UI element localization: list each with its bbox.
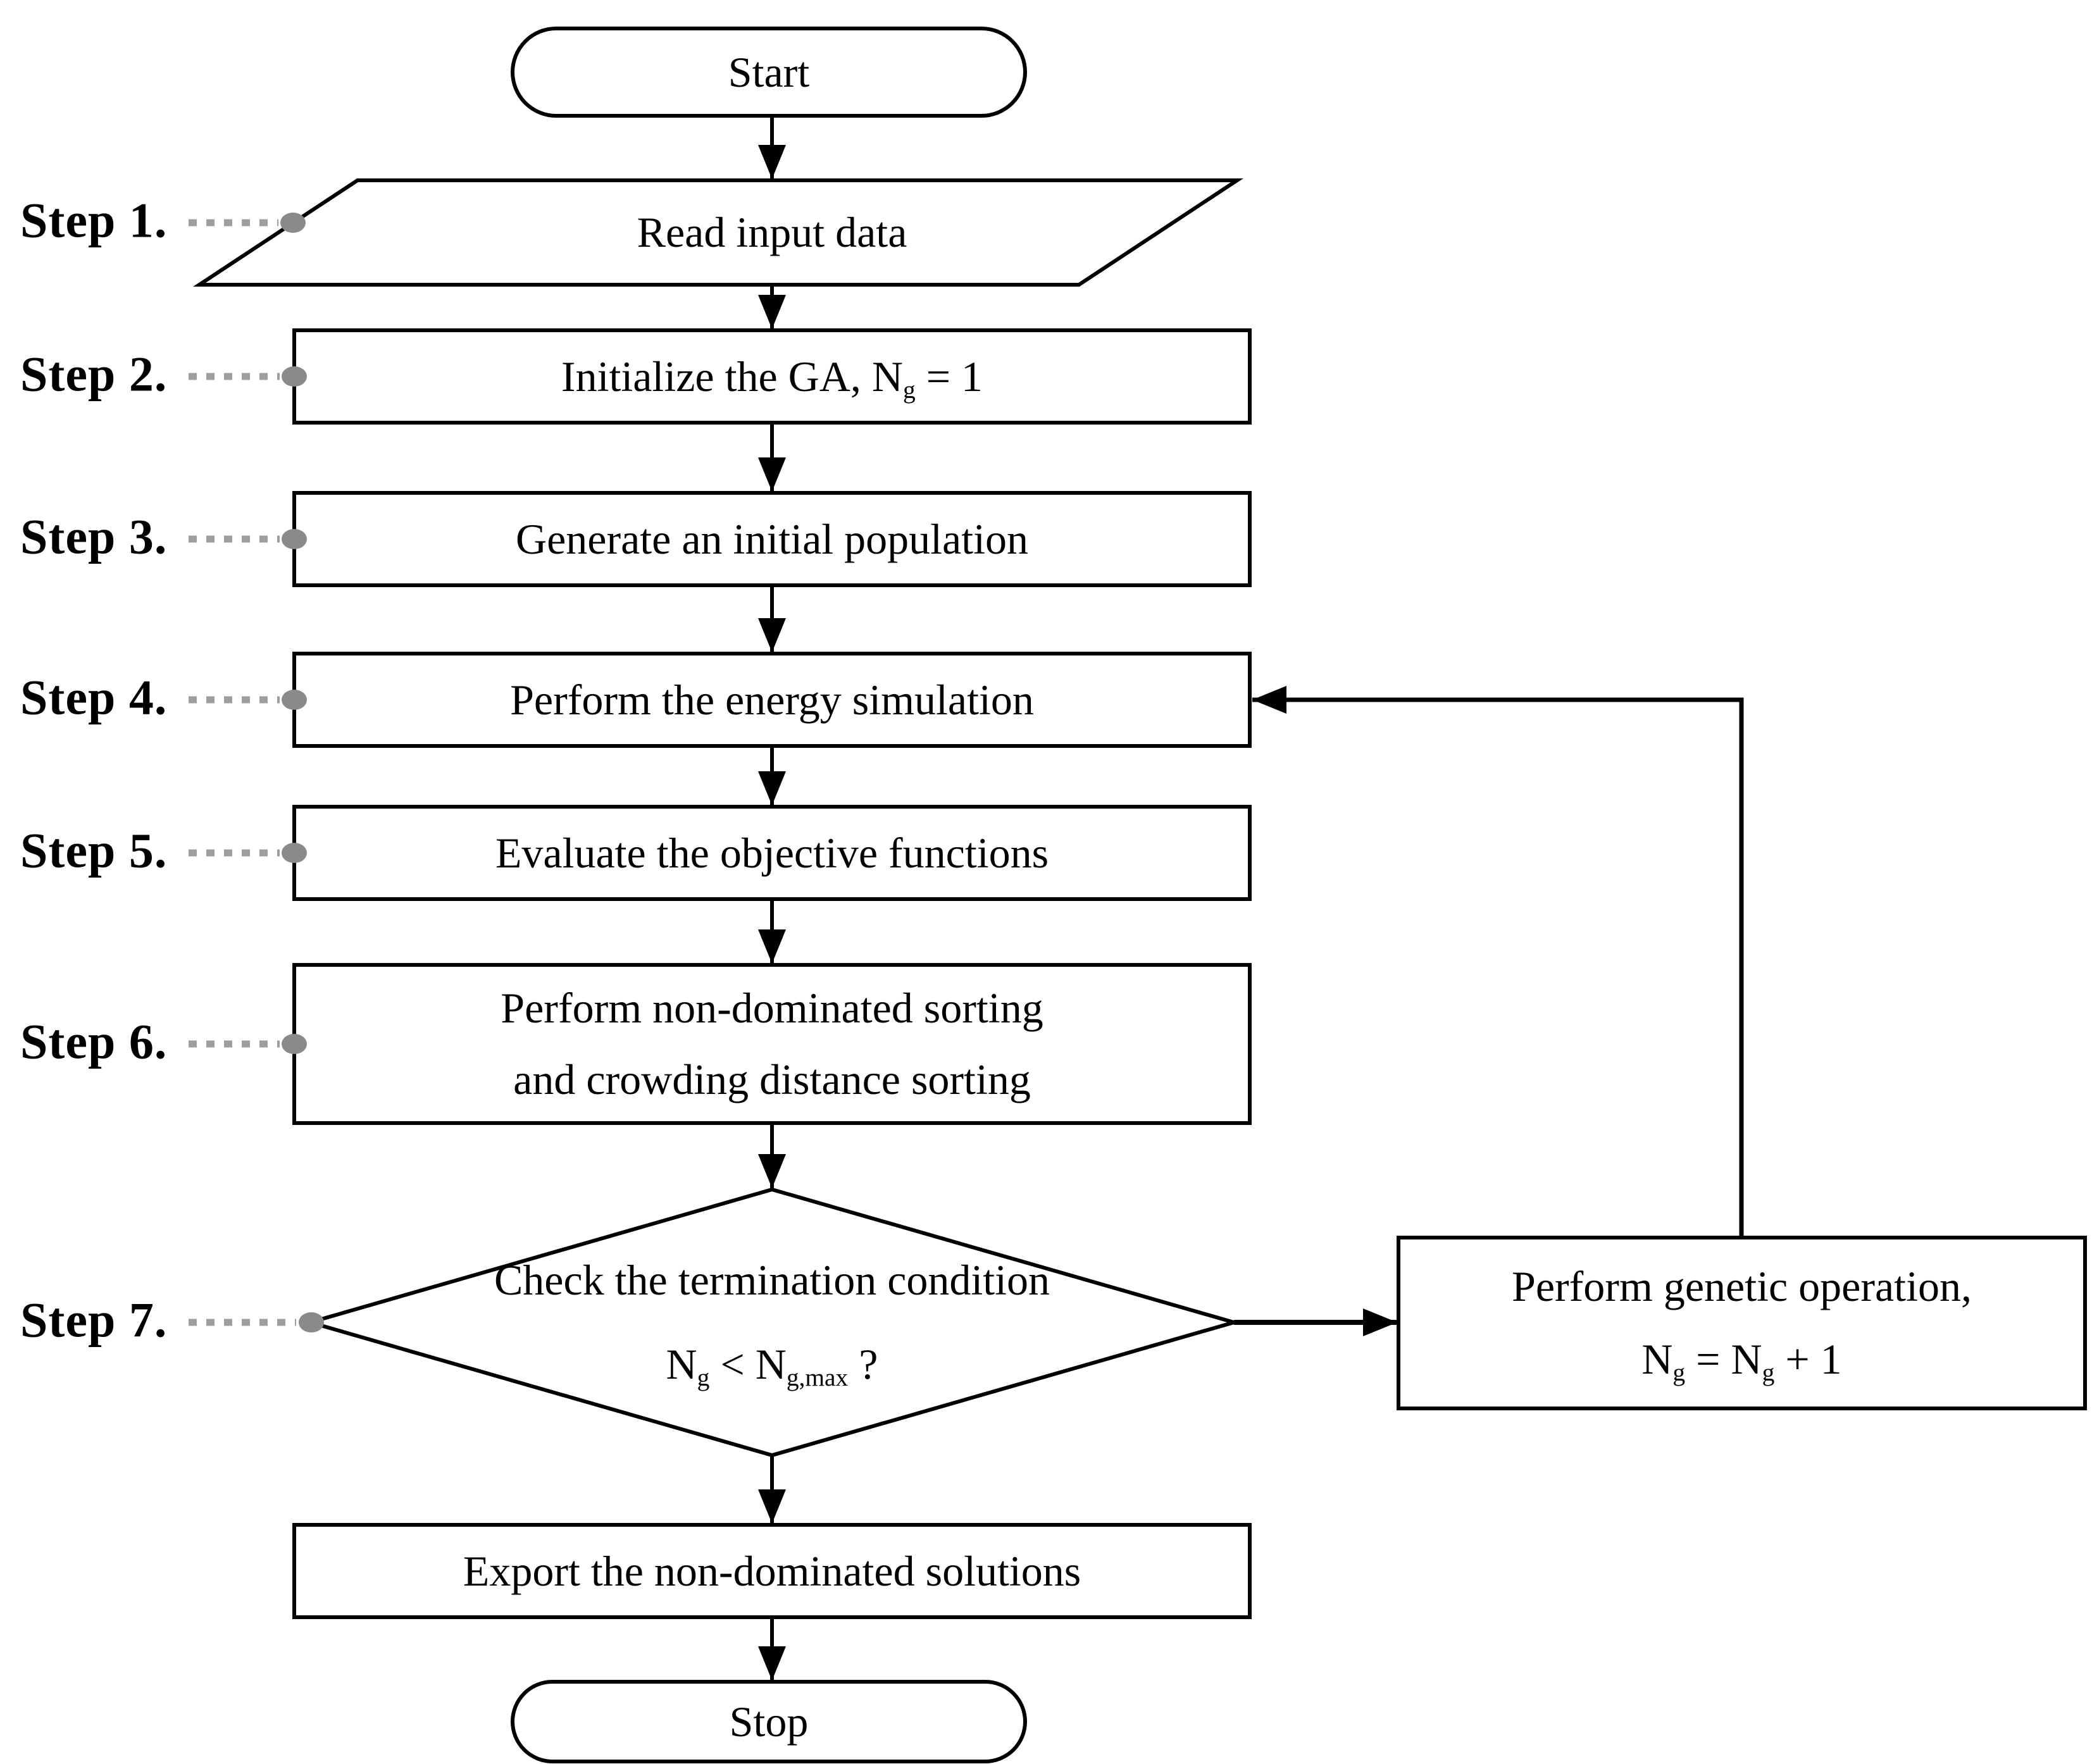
read-input-parallelogram	[193, 178, 1243, 287]
leader-dot-step4	[282, 690, 307, 710]
step-label-2: Step 2.	[20, 345, 167, 402]
termination-decision-diamond	[303, 1187, 1241, 1458]
step-label-7: Step 7.	[20, 1291, 167, 1348]
step-label-7-text: Step 7.	[20, 1292, 168, 1348]
start-terminal-shape	[511, 27, 1027, 118]
step-label-3: Step 3.	[20, 508, 167, 565]
step-label-5: Step 5.	[20, 822, 167, 879]
leader-dot-step3	[282, 529, 307, 549]
leader-dot-step2	[282, 366, 307, 387]
leader-dot-step5	[282, 843, 307, 863]
stop-terminal-shape	[511, 1680, 1027, 1763]
initialize-box	[292, 328, 1252, 425]
step-label-4: Step 4.	[20, 669, 167, 726]
leader-dot-step7	[299, 1312, 324, 1332]
step-label-5-text: Step 5.	[20, 823, 168, 878]
export-solutions-box	[292, 1523, 1252, 1619]
step-label-3-text: Step 3.	[20, 509, 168, 564]
sorting-box	[292, 963, 1252, 1125]
leader-dot-step1	[280, 213, 306, 233]
step-label-4-text: Step 4.	[20, 669, 168, 725]
generate-population-box	[292, 491, 1252, 587]
evaluate-objectives-box	[292, 805, 1252, 901]
leader-dot-step6	[282, 1034, 307, 1054]
step-label-1: Step 1.	[20, 192, 167, 249]
step-label-6: Step 6.	[20, 1013, 167, 1070]
step-label-1-text: Step 1.	[20, 192, 168, 248]
step-label-6-text: Step 6.	[20, 1014, 168, 1069]
genetic-operation-box	[1397, 1236, 2087, 1410]
feedback-connector-genetic-to-simulate	[1252, 686, 1744, 1238]
energy-simulation-box	[292, 652, 1252, 748]
step-label-2-text: Step 2.	[20, 346, 168, 402]
